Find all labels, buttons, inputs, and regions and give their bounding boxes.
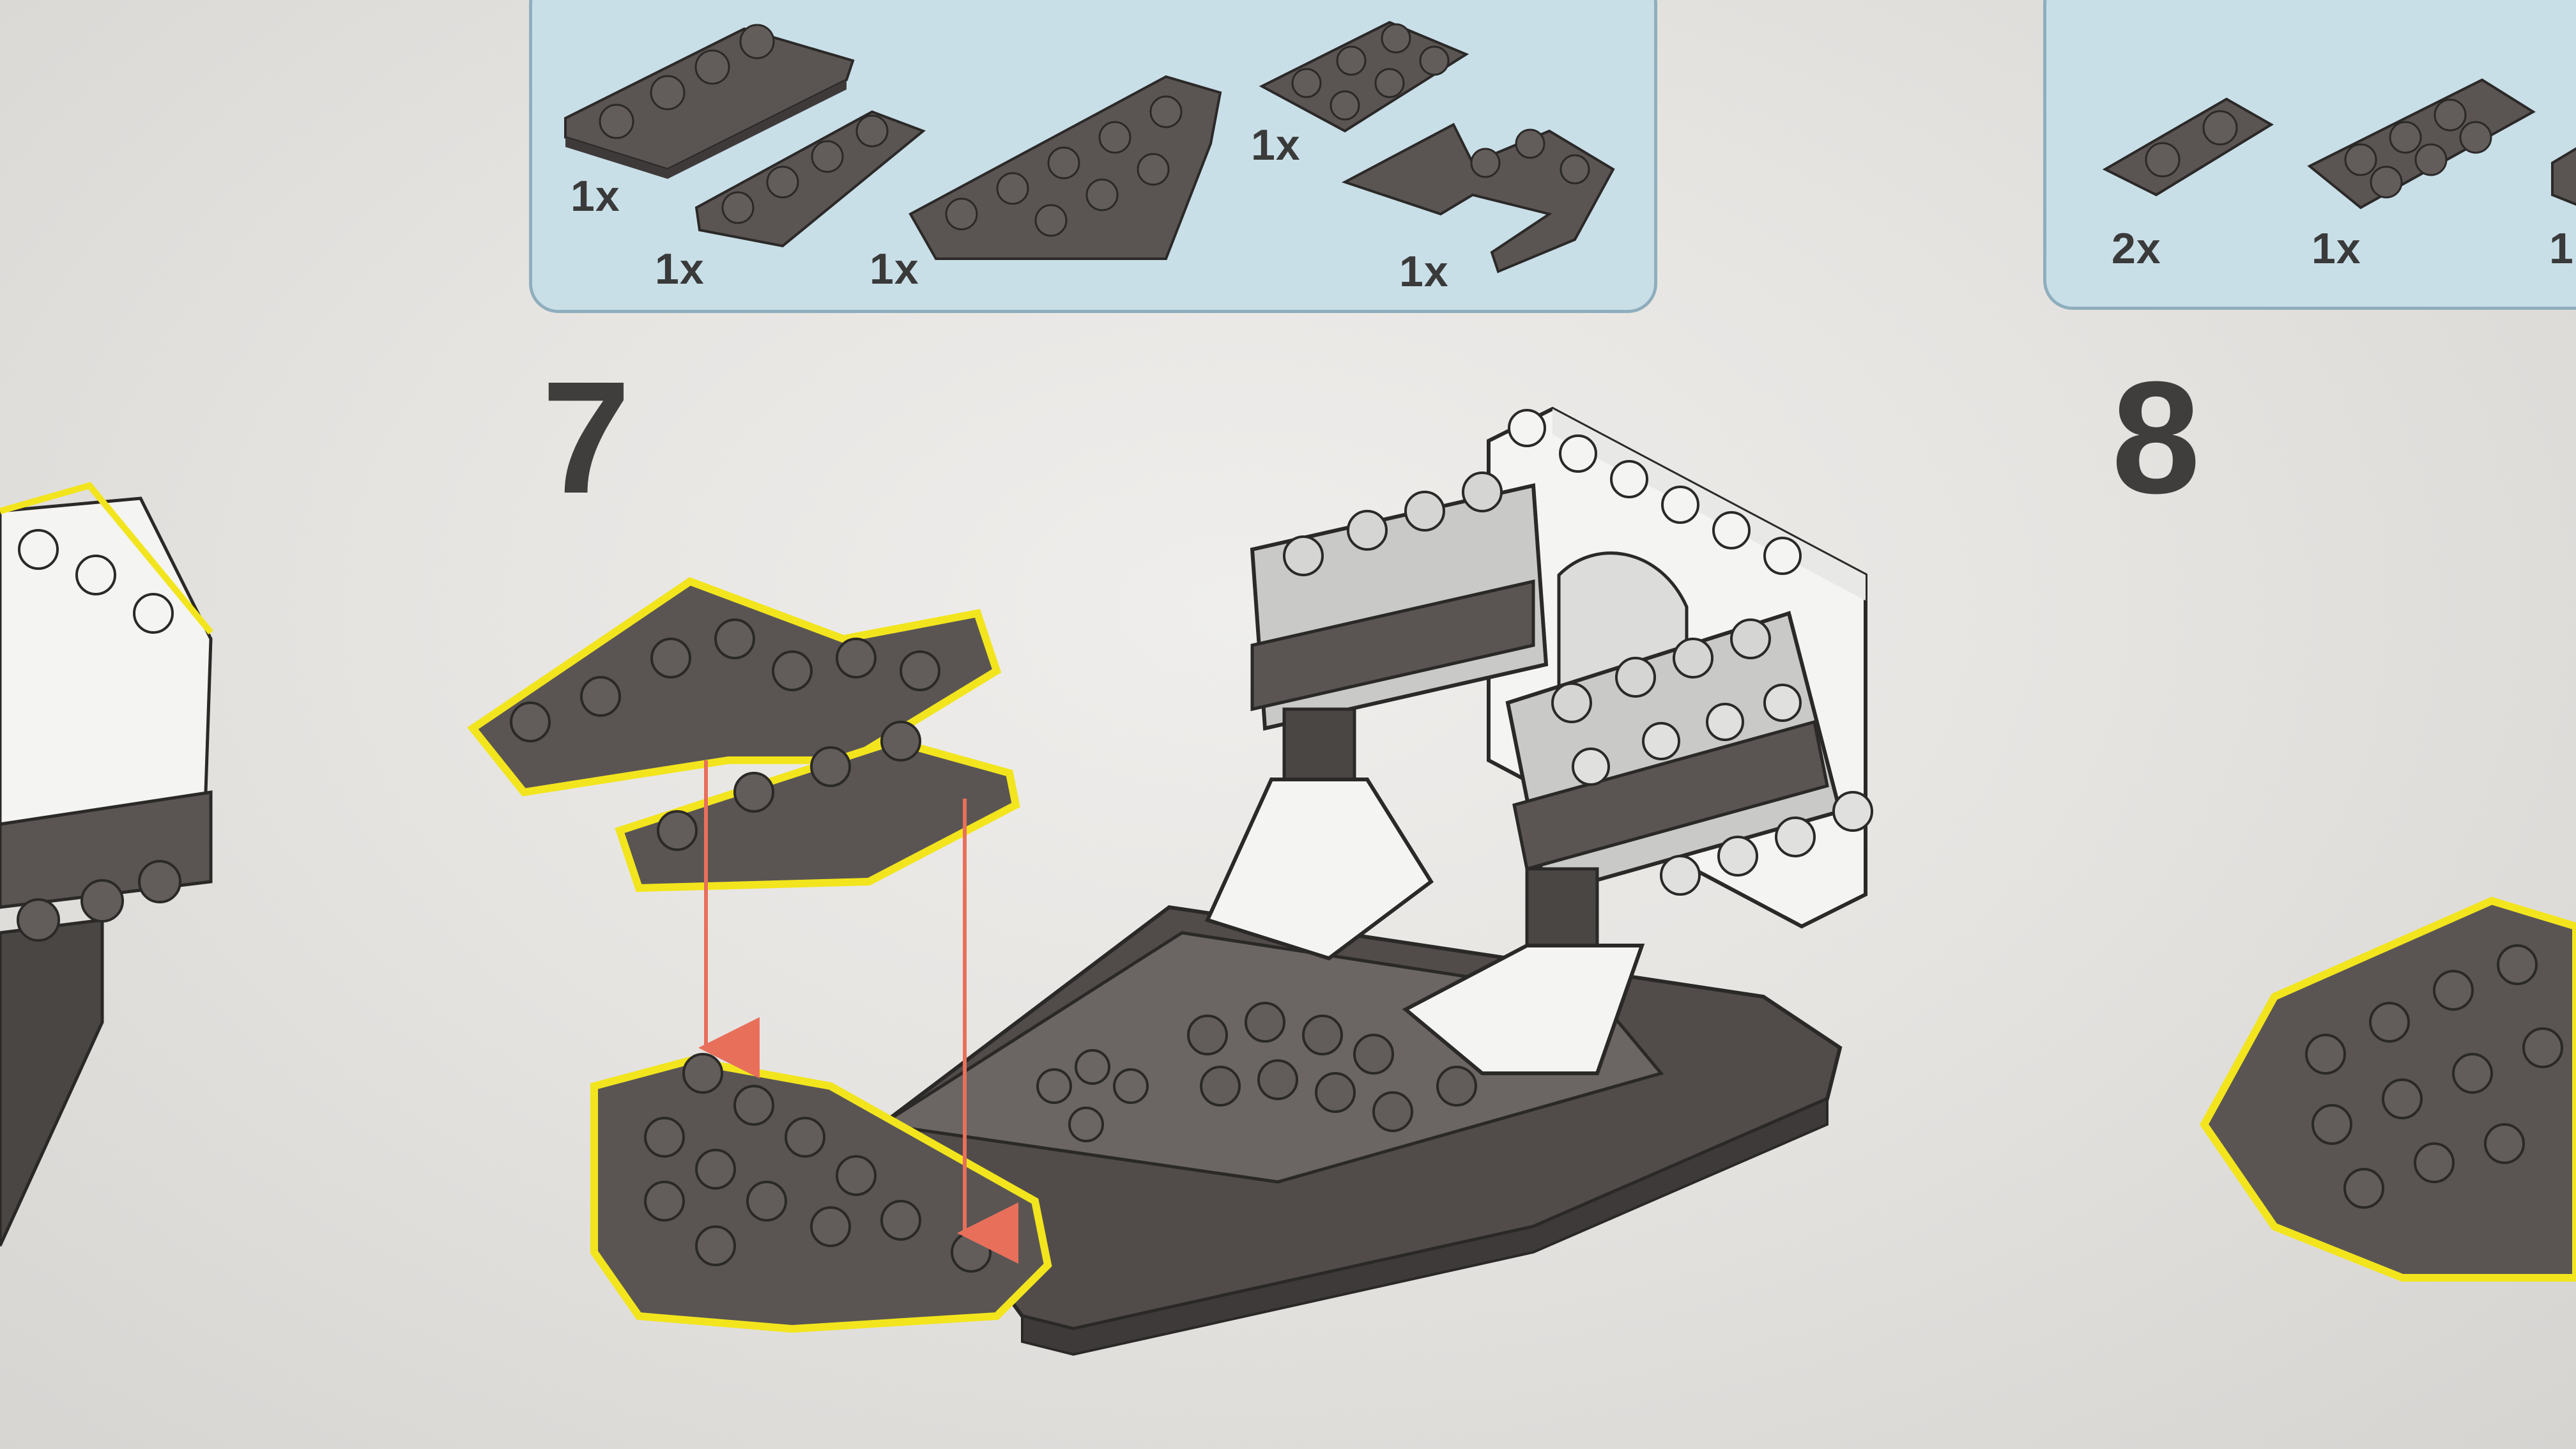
previous-step-model (0, 482, 213, 1247)
highlighted-upper-wedge (467, 577, 1020, 893)
wedge-plate-right-icon (694, 110, 926, 248)
deck-studs (1036, 1002, 1477, 1142)
step8-part-qty: 1 (2549, 224, 2574, 273)
step7-parts-illustration (564, 20, 1615, 273)
right-grey-tower (1402, 611, 1873, 1075)
step7-part-qty: 1x (571, 172, 620, 220)
step7-part-qty: 1x (1251, 121, 1301, 169)
assembly-arrows (698, 760, 1018, 1264)
left-grey-tower (1204, 471, 1549, 961)
step8-parts-box (2043, 0, 2576, 310)
step8-part-qty: 1x (2312, 224, 2361, 273)
step-number-8: 8 (2112, 348, 2201, 526)
step7-part-qty: 1x (870, 245, 919, 293)
step-number-7: 7 (542, 348, 631, 526)
plate-1x2-icon (2102, 97, 2274, 197)
step8-part-qty: 2x (2112, 224, 2161, 273)
step7-part-qty: 1x (1399, 247, 1449, 296)
plate-2x3-icon (1259, 20, 1469, 133)
large-wedge-plate-icon (908, 75, 1222, 260)
step7-parts-box (529, 0, 1657, 313)
cutout-wedge-plate-icon (1341, 123, 1615, 273)
plate-2x4-icon (2307, 78, 2536, 210)
partial-part-icon (2551, 147, 2576, 206)
next-step-model (2199, 896, 2576, 1282)
highlighted-lower-wedge (590, 1053, 1052, 1333)
step8-parts-illustration (2102, 78, 2576, 210)
wedge-plate-left-icon (564, 24, 855, 179)
step7-part-qty: 1x (655, 245, 705, 293)
